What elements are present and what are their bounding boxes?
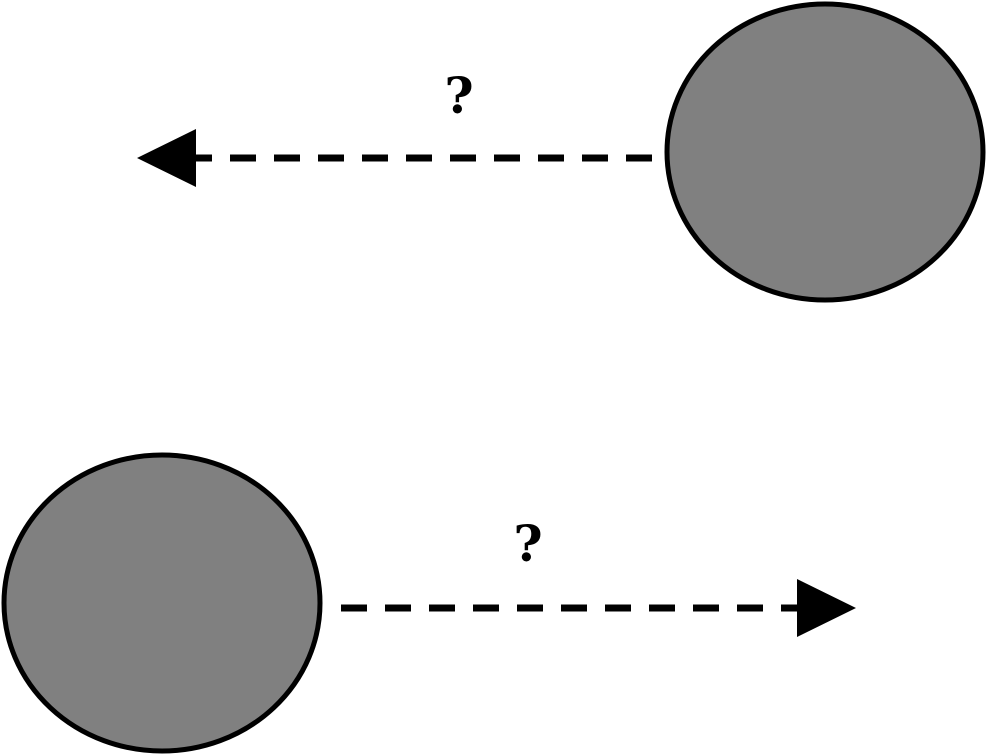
top-ball [664,1,986,303]
top-velocity-label: ? [444,66,473,125]
bottom-ball [1,452,323,754]
bottom-velocity-label: ? [513,514,542,573]
top-object-group: ? [137,1,986,303]
bottom-velocity-arrow-head [797,579,856,637]
bottom-object-group: ? [1,452,856,754]
top-velocity-arrow-head [137,129,196,187]
